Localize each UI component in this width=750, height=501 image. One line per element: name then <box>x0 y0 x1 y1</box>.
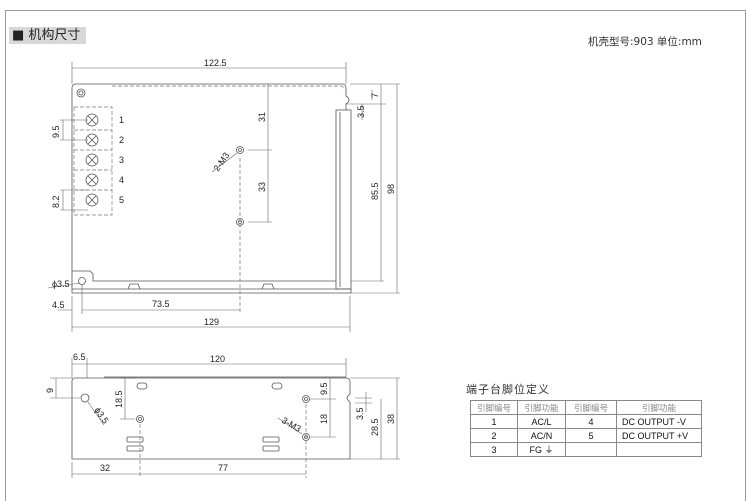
vent-slot <box>126 436 144 443</box>
terminal-1 <box>74 113 112 131</box>
pin-function <box>616 442 702 457</box>
dim-label: 28.5 <box>370 418 380 436</box>
case-spec: 机壳型号:903 单位:mm <box>588 36 702 48</box>
mount-hole-icon <box>78 277 86 285</box>
dim-label: 73.5 <box>152 299 170 309</box>
vent-slot <box>271 382 283 390</box>
vent-slot <box>262 436 280 443</box>
terminal-4 <box>74 173 112 191</box>
dim-label: ϕ3.5 <box>52 279 70 289</box>
vent-slot <box>126 445 144 452</box>
terminals <box>74 113 112 207</box>
pin-function: DC OUTPUT -V <box>616 414 702 429</box>
table-row: 2 AC/N 5 DC OUTPUT +V <box>470 428 702 443</box>
column-header: 引脚编号 <box>565 400 617 415</box>
terminal-block <box>73 106 113 216</box>
table-row: 1 AC/L 4 DC OUTPUT -V <box>470 414 702 429</box>
top-view-outline <box>71 83 350 110</box>
pin-number: 1 <box>470 414 518 429</box>
screw-hole-icon <box>302 395 310 403</box>
mount-hole-icon <box>80 393 90 403</box>
dim-label: 120 <box>210 354 225 364</box>
dim-label: 3.5 <box>355 407 365 420</box>
dim-label: 32 <box>100 463 110 473</box>
terminal-label: 4 <box>119 175 124 185</box>
terminal-label: 2 <box>119 135 124 145</box>
pin-table-title: 端子台脚位定义 <box>466 383 550 396</box>
dim-label: 4.5 <box>52 300 65 310</box>
mount-hole-icon <box>76 88 86 98</box>
dim-label: 8.2 <box>51 195 61 208</box>
dim-label: 85.5 <box>370 182 380 200</box>
table-header-row: 引脚编号 引脚功能 引脚编号 引脚功能 <box>470 400 702 415</box>
terminal-5 <box>85 193 99 207</box>
side-rail <box>335 109 352 290</box>
terminal-3 <box>74 153 112 171</box>
side-view: 6.5 120 9 18.5 9.5 18 3.5 28.5 38 32 77 … <box>45 352 400 478</box>
vent-slot <box>136 382 148 390</box>
column-header: 引脚编号 <box>470 400 518 415</box>
dim-label: 9.5 <box>51 125 61 138</box>
dim-label: 9 <box>45 388 55 393</box>
dim-label: ϕ3.5 <box>92 405 110 425</box>
pin-function: FG ⏚ <box>517 442 566 457</box>
dim-label: 77 <box>218 463 228 473</box>
pin-definition-table: 引脚编号 引脚功能 引脚编号 引脚功能 1 AC/L 4 DC OUTPUT -… <box>470 400 702 457</box>
mechanical-drawing: 1 2 3 4 5 122.5 129 73.5 4.5 ϕ3.5 31 33 … <box>45 58 400 478</box>
dim-label: 3-M3 <box>280 415 303 434</box>
column-header: 引脚功能 <box>616 400 702 415</box>
dim-label: 38 <box>386 414 396 424</box>
terminal-2 <box>74 133 112 151</box>
dim-label: 31 <box>257 112 267 122</box>
side-view-outline <box>71 377 351 460</box>
dim-label: 33 <box>257 182 267 192</box>
table-row: 3 FG ⏚ <box>470 442 702 457</box>
screw-hole-icon <box>236 146 244 154</box>
dim-label: 3.5 <box>356 105 366 118</box>
drawing-frame <box>5 10 746 501</box>
pin-number: 2 <box>470 428 518 443</box>
dim-label: 6.5 <box>73 352 86 362</box>
vent-slot <box>262 445 280 452</box>
dim-label: 7 <box>370 93 380 98</box>
dim-label: 98 <box>386 184 396 194</box>
dim-label: 9.5 <box>319 382 329 395</box>
top-view: 1 2 3 4 5 122.5 129 73.5 4.5 ϕ3.5 31 33 … <box>47 58 400 332</box>
pin-number: 3 <box>470 442 518 457</box>
pin-number <box>565 442 617 457</box>
dim-label: 2-M3 <box>211 151 231 174</box>
pin-function: AC/L <box>517 414 566 429</box>
dim-label: 122.5 <box>204 58 227 68</box>
pin-number: 5 <box>565 428 617 443</box>
dim-label: 129 <box>204 317 219 327</box>
dim-label: 18 <box>319 414 329 424</box>
terminal-label: 1 <box>119 115 124 125</box>
column-header: 引脚功能 <box>517 400 566 415</box>
pin-function: DC OUTPUT +V <box>616 428 702 443</box>
section-title: ■ 机构尺寸 <box>9 27 87 44</box>
pin-number: 4 <box>565 414 617 429</box>
dim-label: 18.5 <box>114 390 124 408</box>
terminal-label: 3 <box>119 155 124 165</box>
terminal-label: 5 <box>119 195 124 205</box>
screw-hole-icon <box>136 415 144 423</box>
pin-function: AC/N <box>517 428 566 443</box>
